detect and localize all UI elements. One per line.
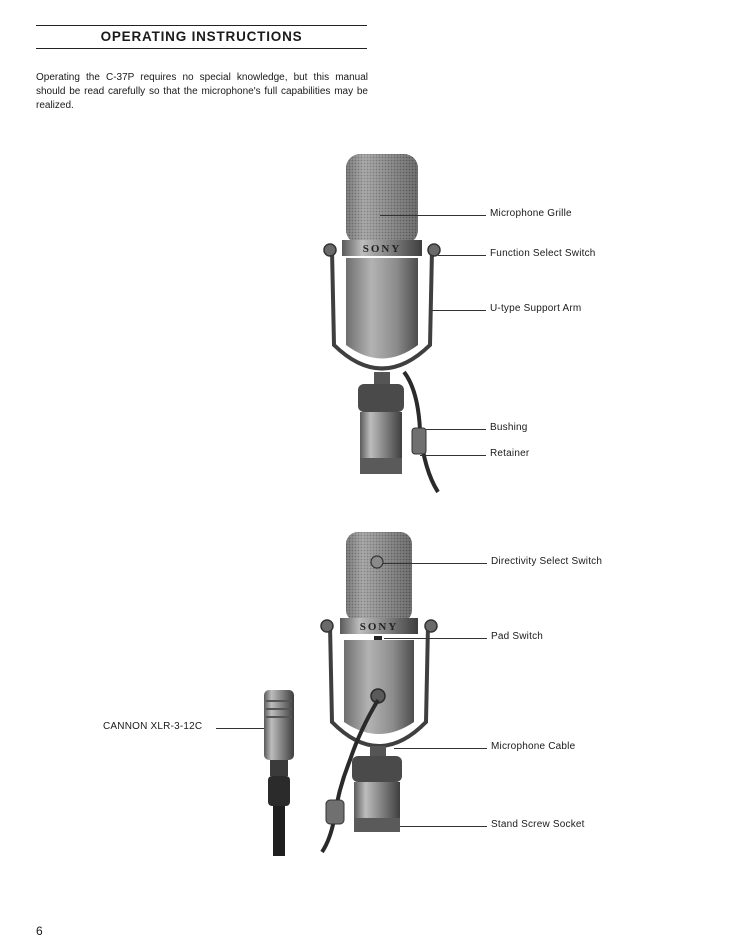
header-rule-top xyxy=(36,25,367,26)
xlr-connector-drawing xyxy=(264,690,294,856)
top-sony-logo: SONY xyxy=(363,243,402,255)
leader-directivity xyxy=(383,563,487,564)
leader-support-arm xyxy=(432,310,486,311)
top-bushing-knob xyxy=(358,384,404,412)
label-stand-screw-socket: Stand Screw Socket xyxy=(491,819,585,830)
leader-bushing xyxy=(426,429,486,430)
label-microphone-cable: Microphone Cable xyxy=(491,741,576,752)
leader-connector xyxy=(216,728,264,729)
microphone-cable-shape xyxy=(320,698,380,854)
leader-stand-socket xyxy=(400,826,487,827)
bottom-microphone-drawing: SONY xyxy=(320,532,438,854)
pad-switch-shape xyxy=(374,636,382,641)
label-directivity-select-switch: Directivity Select Switch xyxy=(491,556,603,567)
leader-pad-switch xyxy=(384,638,487,639)
top-retainer-ring xyxy=(360,458,402,474)
stand-socket-shape xyxy=(354,818,400,832)
label-bushing: Bushing xyxy=(490,422,528,433)
label-microphone-grille: Microphone Grille xyxy=(490,208,572,219)
top-body-shape xyxy=(346,258,418,359)
label-function-select-switch: Function Select Switch xyxy=(490,248,596,259)
top-u-arm-shape xyxy=(330,249,434,371)
label-cannon-connector: CANNON XLR-3-12C xyxy=(103,721,203,732)
directivity-knob xyxy=(370,555,384,569)
leader-grille xyxy=(380,215,486,216)
intro-paragraph: Operating the C-37P requires no special … xyxy=(36,72,368,111)
label-u-type-support-arm: U-type Support Arm xyxy=(490,303,582,314)
label-pad-switch: Pad Switch xyxy=(491,631,544,642)
bottom-sony-logo: SONY xyxy=(360,621,399,633)
top-logo-band xyxy=(342,240,422,256)
leader-function-switch xyxy=(438,255,486,256)
top-microphone-drawing: SONY N M1 V1 V2 xyxy=(323,154,441,494)
leader-cable xyxy=(394,748,487,749)
section-title: OPERATING INSTRUCTIONS xyxy=(100,29,303,44)
page-number: 6 xyxy=(36,924,43,938)
label-retainer: Retainer xyxy=(490,448,530,459)
header-rule-bottom xyxy=(36,48,367,49)
leader-retainer xyxy=(420,455,486,456)
